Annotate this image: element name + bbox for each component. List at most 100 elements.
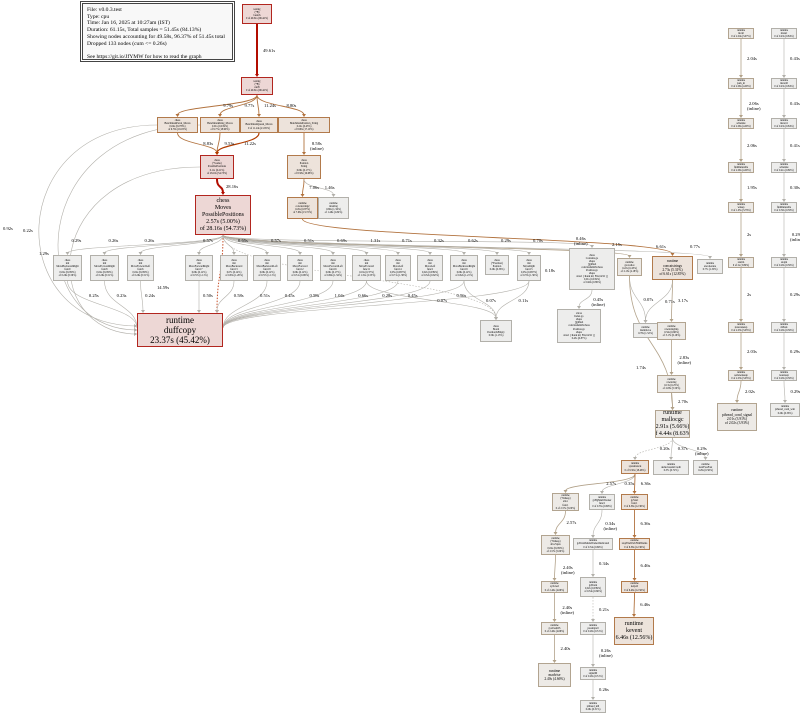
node-text: of 6.61s (12.85%) [659, 272, 686, 277]
node-text: gcDrain [588, 583, 598, 587]
node-text: runtime [329, 201, 338, 205]
node-text: chess [493, 324, 499, 328]
node-text: MoveLeft [424, 264, 436, 268]
node-text: 0.29s (0.56%) [698, 469, 713, 473]
edge-arrowhead [563, 490, 568, 493]
node-text: chess [101, 258, 108, 262]
node-text: intstring [329, 204, 338, 208]
edge-label: 0.51s [304, 238, 314, 243]
node-text: init [197, 261, 201, 265]
node-text: func11 [362, 268, 371, 271]
edge-arrowhead [495, 252, 499, 255]
edge-allocSpan-sysUsed [554, 554, 556, 580]
edge-contains-index [578, 289, 593, 308]
node-text: nextFreeFast [698, 465, 713, 469]
node-text: 0 of 1.95s (3.79%) [731, 209, 751, 213]
edge-arrowhead [708, 256, 712, 259]
node-text: init [298, 261, 302, 265]
edge-arrowhead [590, 245, 594, 248]
node-text: func2 [427, 268, 433, 271]
node-text: []github [587, 262, 597, 266]
node-text: 0 of 11.24s (21.85%) [248, 126, 270, 130]
edge-arrowhead [428, 252, 432, 255]
node-text: slices [576, 312, 582, 316]
node-text: MoveBackwardRight [452, 264, 476, 268]
node-text: MoveForward [292, 264, 308, 268]
edge-arrowhead [591, 697, 595, 700]
